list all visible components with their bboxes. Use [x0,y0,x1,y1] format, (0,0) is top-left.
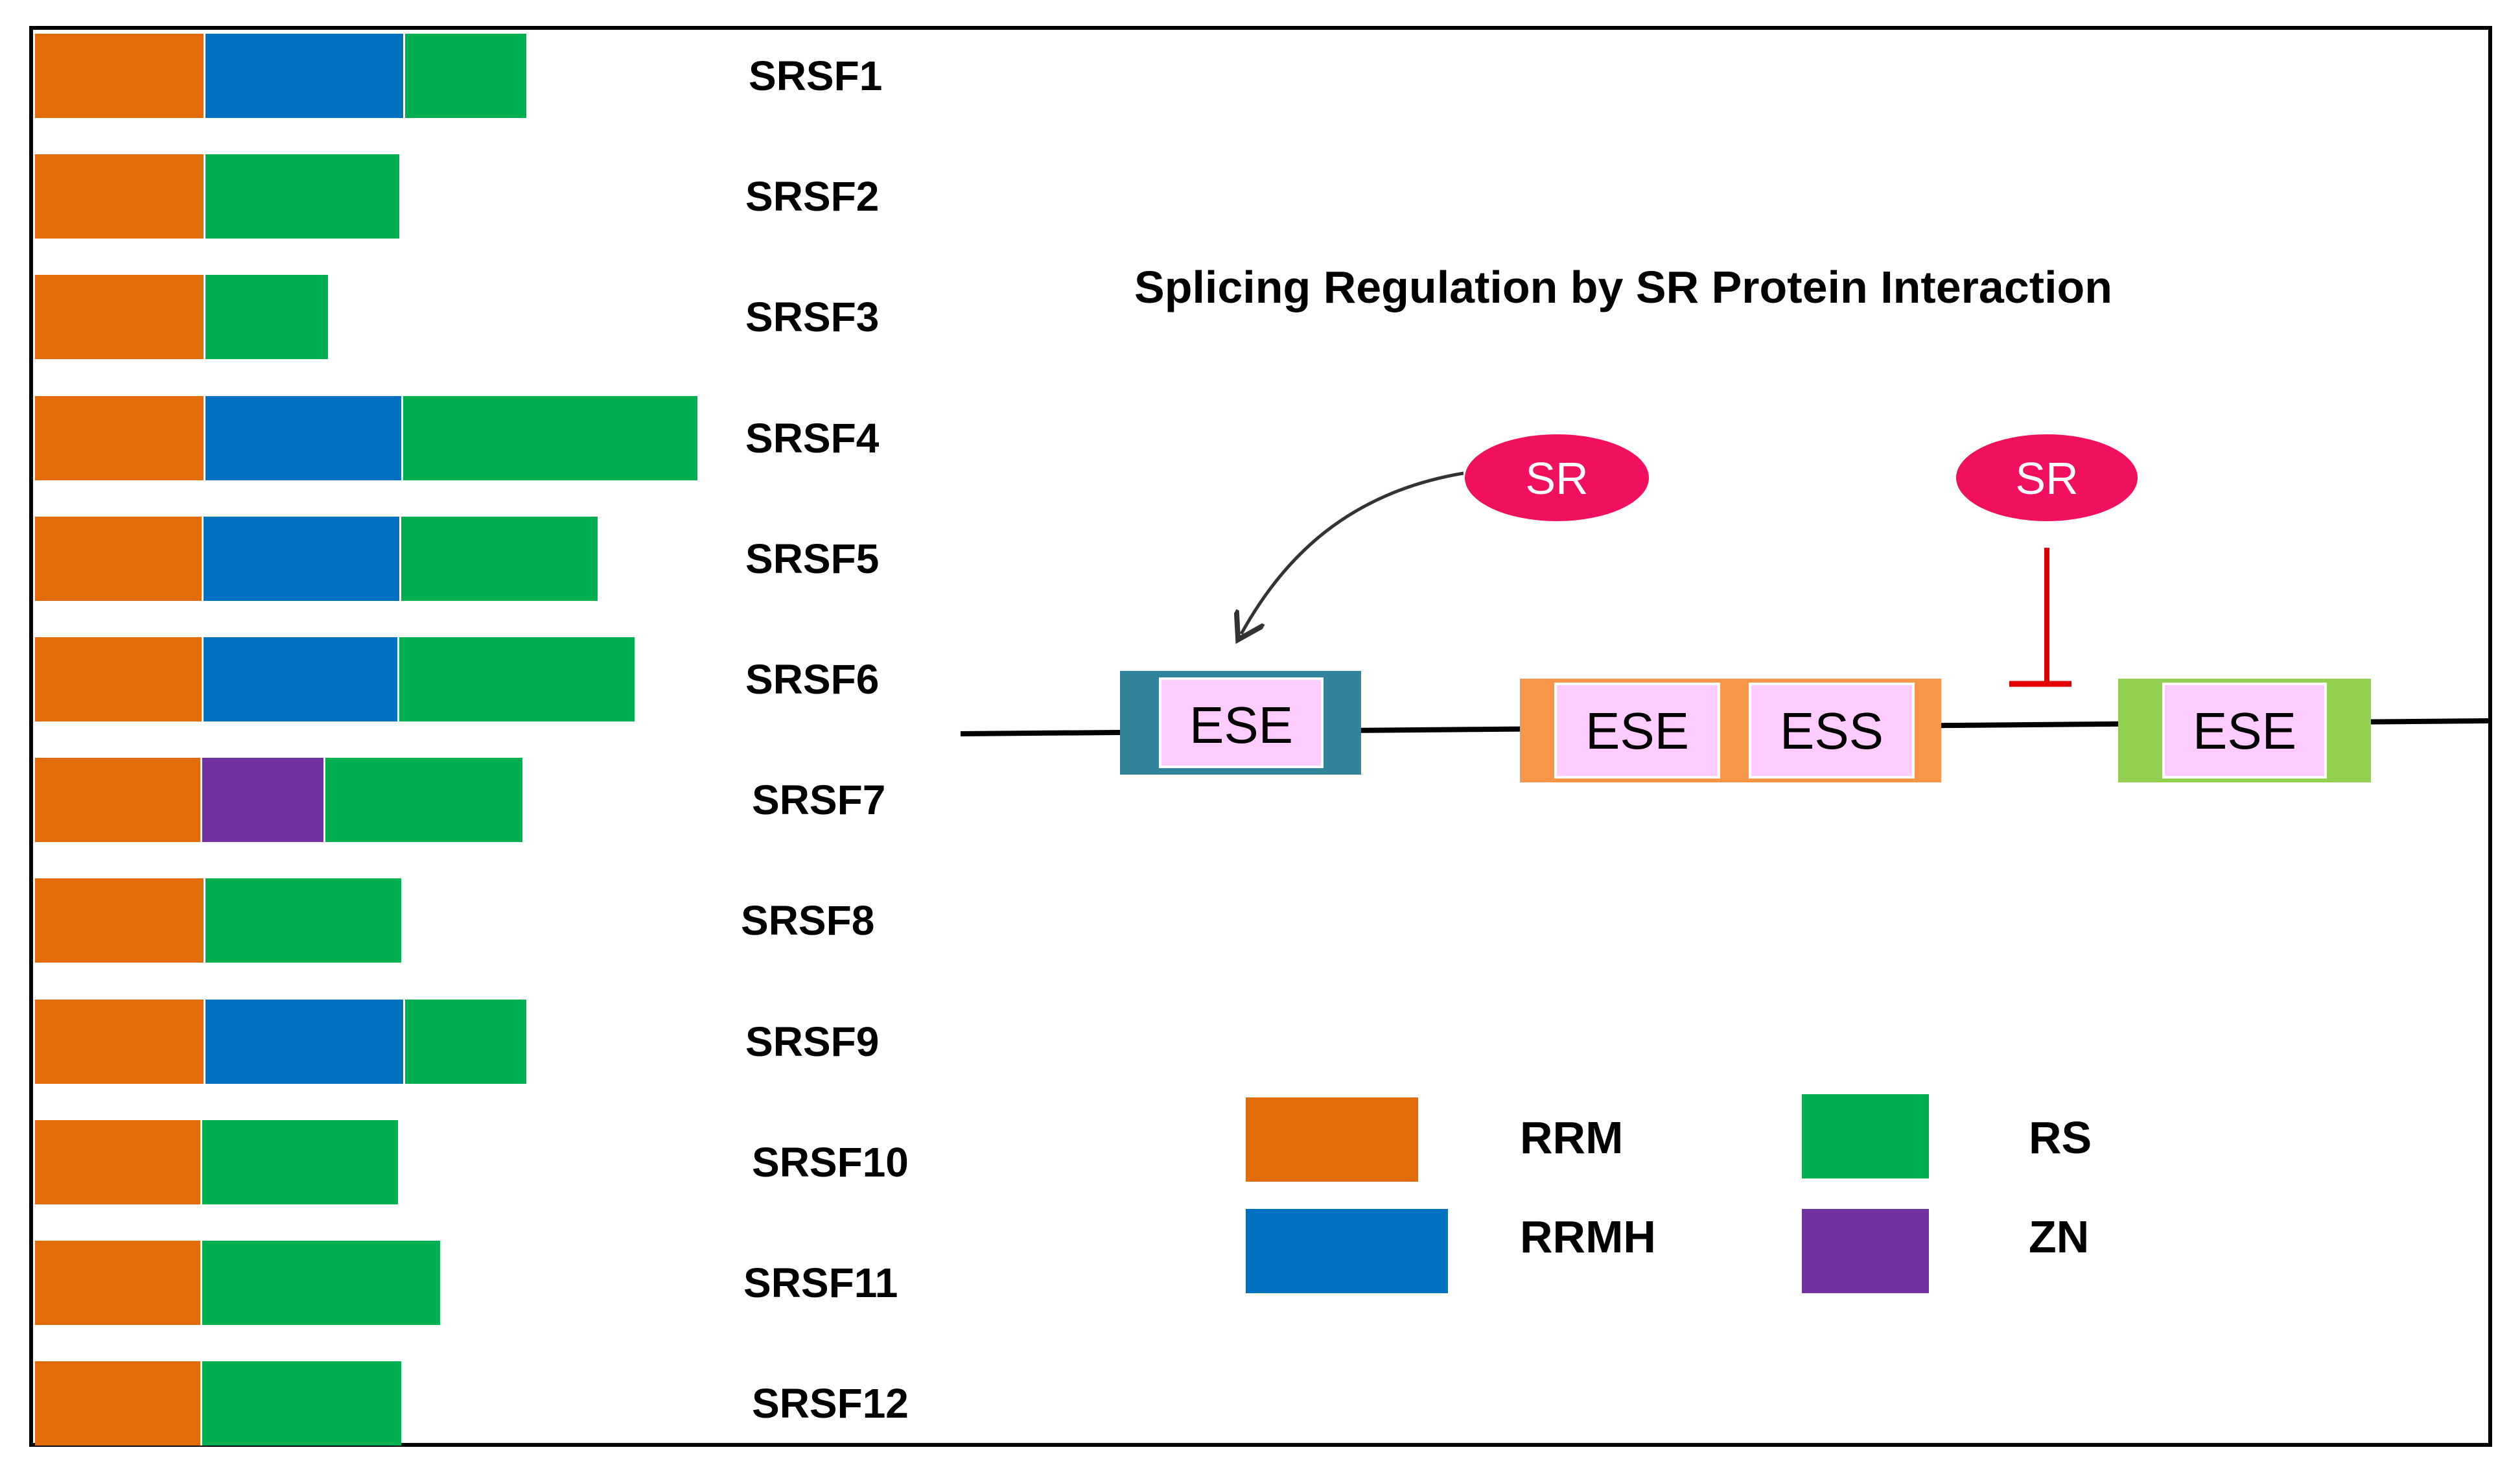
domain-rrm-srsf8 [35,878,204,963]
domain-rrm-srsf12 [35,1361,200,1446]
domain-rs-srsf1 [403,34,526,118]
sr-protein-right-label: SR [2015,453,2078,504]
domain-rrm-srsf2 [35,154,204,239]
exon-2-ess-box [1749,683,1915,779]
domain-rrm-srsf6 [35,637,202,721]
exon-3-ese-label: ESE [2193,702,2296,760]
protein-label: SRSF11 [743,1259,898,1306]
protein-label: SRSF6 [745,656,880,703]
legend-swatch-rrm [1246,1097,1418,1182]
exon-2-ese-label: ESE [1585,702,1689,760]
domain-rs-srsf9 [403,1000,526,1084]
sr-protein-left-label: SR [1525,453,1588,504]
legend-swatch-rs [1802,1094,1929,1178]
exon-2-ese-box [1554,683,1720,779]
protein-label: SRSF1 [749,53,883,99]
domain-rrmh-srsf6 [202,637,397,721]
domain-rs-srsf2 [204,154,399,239]
protein-label: SRSF10 [752,1139,909,1186]
domain-rrmh-srsf9 [204,1000,403,1084]
sr-protein-right [1956,434,2138,521]
protein-label: SRSF3 [745,294,880,340]
legend-swatch-rrmh [1246,1209,1448,1293]
domain-rrm-srsf3 [35,275,204,359]
domain-rrm-srsf1 [35,34,204,118]
domain-rrm-srsf11 [35,1241,200,1325]
sr-protein-left [1465,434,1649,521]
domain-rrmh-srsf5 [202,517,399,601]
exon-2-ess-label: ESS [1780,702,1884,760]
domain-rs-srsf6 [397,637,635,721]
legend-label-rs: RS [2029,1112,2092,1163]
exon-1-ese-label: ESE [1189,696,1293,754]
protein-label: SRSF7 [752,777,886,823]
domain-rrmh-srsf4 [204,396,401,480]
domain-rrmh-srsf1 [204,34,403,118]
domain-rrm-srsf5 [35,517,202,601]
domain-rrm-srsf7 [35,758,200,842]
legend-swatch-zn [1802,1209,1929,1293]
domain-rs-srsf5 [399,517,598,601]
activation-arrow [1241,471,1464,634]
protein-label: SRSF2 [745,173,880,220]
legend-label-rrmh: RRMH [1520,1212,1656,1262]
domain-rs-srsf3 [204,275,328,359]
domain-rrm-srsf10 [35,1120,200,1204]
protein-label: SRSF8 [741,897,875,944]
domain-rrm-srsf4 [35,396,204,480]
inhibition-symbol [2009,548,2071,687]
exon-3-ese-box [2162,683,2327,779]
domain-rs-srsf11 [200,1241,440,1325]
protein-label: SRSF4 [745,415,880,462]
domain-rs-srsf7 [323,758,522,842]
legend-label-rrm: RRM [1520,1112,1624,1163]
exon-1-ese-box [1159,677,1324,768]
protein-label: SRSF12 [752,1380,909,1427]
domain-rs-srsf8 [204,878,401,963]
domain-rs-srsf12 [200,1361,401,1446]
domain-rrm-srsf9 [35,1000,204,1084]
protein-label: SRSF9 [745,1018,880,1065]
protein-label: SRSF5 [745,535,880,582]
domain-rs-srsf10 [200,1120,398,1204]
domain-rs-srsf4 [401,396,697,480]
legend-label-zn: ZN [2029,1212,2090,1262]
diagram-title: Splicing Regulation by SR Protein Intera… [1134,262,2113,312]
domain-zn-srsf7 [200,758,323,842]
